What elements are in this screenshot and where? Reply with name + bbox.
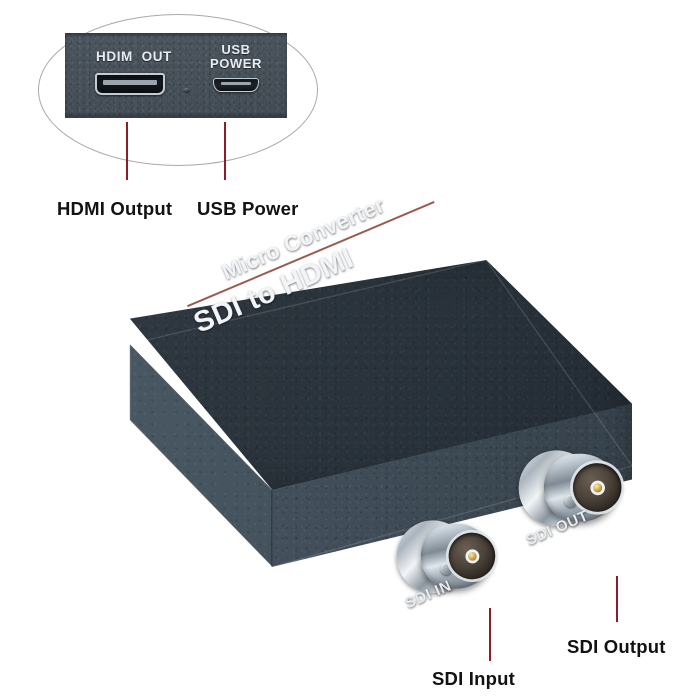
branding-line-micro-converter: Micro Converter bbox=[218, 191, 389, 285]
callout-ellipse-outline bbox=[38, 14, 318, 166]
bnc-center-pin-icon bbox=[467, 551, 477, 561]
leader-line-hdmi-output bbox=[126, 122, 128, 180]
status-led-icon bbox=[183, 88, 190, 93]
converter-device: Micro Converter SDI to HDMI SDI IN SDI O… bbox=[0, 192, 682, 672]
annotation-label-sdi-input: SDI Input bbox=[432, 668, 515, 689]
annotation-label-usb-power: USB Power bbox=[197, 198, 299, 219]
magnified-port-panel: HDIM OUT USB POWER bbox=[65, 33, 287, 118]
micro-usb-port-icon bbox=[213, 78, 259, 92]
leader-line-sdi-input bbox=[489, 608, 491, 661]
annotation-label-hdmi-output: HDMI Output bbox=[57, 198, 173, 219]
bnc-socket-icon bbox=[448, 532, 496, 580]
leader-line-usb-power bbox=[224, 122, 226, 180]
bnc-center-pin-icon bbox=[592, 483, 602, 492]
usb-port-silkscreen-label: USB POWER bbox=[209, 42, 263, 71]
hdmi-port-silkscreen-label: HDIM OUT bbox=[96, 49, 172, 64]
leader-line-sdi-output bbox=[616, 576, 618, 622]
bnc-socket-icon bbox=[572, 462, 622, 513]
hdmi-port-icon bbox=[95, 73, 165, 95]
annotation-label-sdi-output: SDI Output bbox=[567, 636, 666, 657]
